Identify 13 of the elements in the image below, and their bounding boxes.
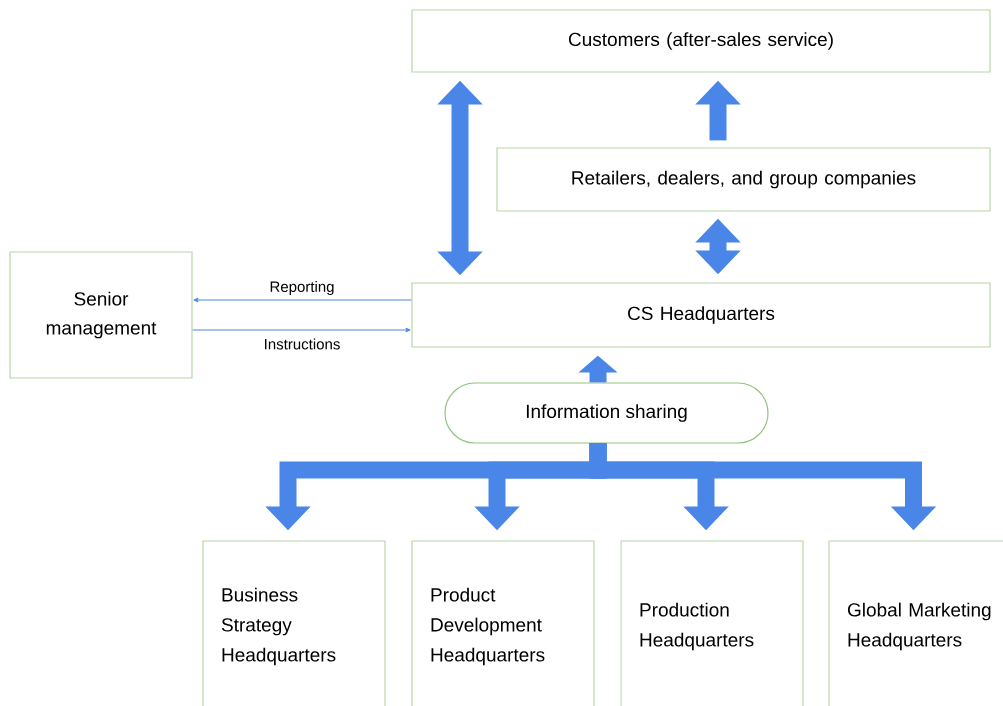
department-box: Global Marketing Headquarters (828, 540, 1003, 706)
rounded-label: Information sharing (444, 382, 769, 444)
department-box: Production Headquarters (620, 540, 804, 706)
arrow (192, 327, 411, 333)
department-box: Product Development Headquarters (411, 540, 595, 706)
process-box: Senior management (9, 251, 193, 379)
edge-label: Reporting (270, 281, 334, 295)
process-box: Customers (after-sales service) (411, 9, 991, 73)
process-box: CS Headquarters (411, 282, 991, 348)
department-box: Business Strategy Headquarters (202, 540, 386, 706)
arrow (193, 297, 412, 303)
edge-label: Instructions (265, 338, 340, 350)
process-box: Retailers, dealers, and group companies (496, 147, 991, 212)
